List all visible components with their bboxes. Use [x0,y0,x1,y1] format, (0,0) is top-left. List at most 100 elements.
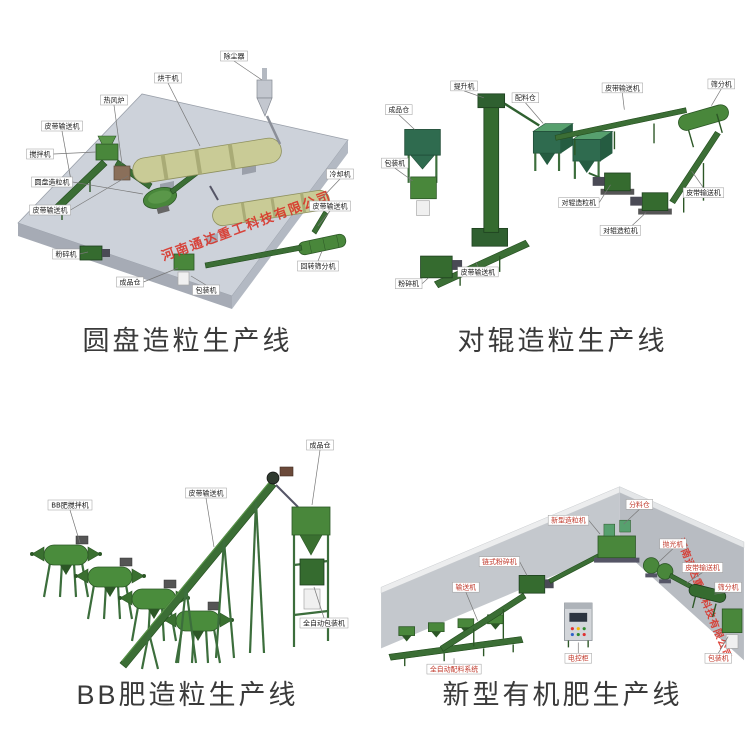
screening-machine [678,104,729,148]
machine-label: 成品仓 [306,439,334,506]
rotary-dryer [132,137,282,184]
cooler-screen-conveyor [311,210,329,235]
caption-roller-line: 对辊造粒生产线 [457,326,668,356]
panel-organic-fertilizer-line: 河南通达重工科技有限公司 [375,375,750,750]
packing-machine [410,176,437,216]
svg-text:粉碎机: 粉碎机 [56,250,77,259]
head-pulley [266,471,280,485]
caption-organic-line: 新型有机肥生产线 [442,680,683,710]
machine-label: 分料仓 [623,499,653,525]
svg-text:对辊造粒机: 对辊造粒机 [562,198,597,207]
machine-label: 配料仓 [511,92,544,124]
top-belt-conveyor [554,107,688,156]
svg-text:回转筛分机: 回转筛分机 [301,262,336,271]
svg-text:BB肥搅拌机: BB肥搅拌机 [51,501,89,510]
svg-text:冷却机: 冷却机 [330,170,351,179]
machine-label: 筛分机 [707,78,735,106]
svg-text:新型造粒机: 新型造粒机 [551,516,586,525]
svg-text:全自动配料系统: 全自动配料系统 [430,665,478,674]
machine-label: 输送机 [452,582,480,621]
product-image-roller-line: 成品仓 包装机 提升机 配料仓 皮带输送机 筛分机 [377,52,748,290]
svg-text:皮带输送机: 皮带输送机 [33,206,68,215]
granulator-unit [594,519,640,563]
caption-bb-line: BB肥造粒生产线 [76,680,299,710]
disc-granulator [142,186,178,215]
roller-line-illustration: 成品仓 包装机 提升机 配料仓 皮带输送机 筛分机 [381,78,735,289]
rotary-cooler [212,189,330,227]
machine-label: 电控柜 [564,642,592,664]
polishing-machine [642,557,674,584]
disc-line-illustration: 河南通达重工科技有限公司 除尘器 烘干机 热风炉 皮带输送机 搅拌机 [17,50,354,309]
svg-text:粉碎机: 粉碎机 [398,279,419,288]
cyclone-dust-collector [256,68,273,117]
svg-text:皮带输送机: 皮带输送机 [605,83,640,92]
machine-label: BB肥搅拌机 [47,499,93,544]
svg-text:皮带输送机: 皮带输送机 [189,489,224,498]
svg-text:热风炉: 热风炉 [104,96,125,105]
svg-text:除尘器: 除尘器 [224,52,245,61]
machine-label: 热风炉 [100,94,128,165]
machine-label: 抛光机 [658,538,687,562]
caption-disc-line: 圆盘造粒生产线 [82,326,293,356]
control-cabinet [564,602,593,648]
batching-hopper [532,123,574,171]
dryer-cooler-chute [209,185,219,201]
machine-label: 全自动配料系统 [426,658,482,675]
machine-label: 皮带输送机 [682,170,725,198]
product-image-bb-line: BB肥搅拌机 皮带输送机 成品仓 全自动包装机 [8,415,363,685]
svg-text:输送机: 输送机 [456,583,477,592]
batch-hopper [428,622,445,638]
panel-bb-fertilizer-line: BB肥搅拌机 皮带输送机 成品仓 全自动包装机 BB肥造粒生产线 [0,375,375,750]
machine-label: 筛分机 [714,582,742,595]
machine-label: 烘干机 [154,72,201,147]
machine-label: 粉碎机 [52,248,89,260]
svg-text:配料仓: 配料仓 [515,93,536,102]
svg-text:包装机: 包装机 [384,159,405,168]
packing-machine [721,608,743,649]
svg-text:抛光机: 抛光机 [663,539,684,548]
machine-label: 皮带输送机 [601,82,643,110]
packing-station [173,253,195,286]
svg-text:链式粉碎机: 链式粉碎机 [482,557,517,566]
crusher [79,245,110,261]
svg-text:烘干机: 烘干机 [158,74,179,83]
svg-text:圆盘造粒机: 圆盘造粒机 [35,178,70,187]
batching-hopper [571,131,614,179]
machine-label: 提升机 [450,80,484,99]
panel-roller-granulation-line: 成品仓 包装机 提升机 配料仓 皮带输送机 筛分机 [375,0,750,375]
roller-granulator [592,172,635,195]
svg-text:皮带输送机: 皮带输送机 [313,202,348,211]
screening-drum [688,583,727,618]
rotary-screen [297,233,347,256]
svg-text:搅拌机: 搅拌机 [30,150,51,159]
rising-belt-conveyor [669,131,721,213]
svg-text:提升机: 提升机 [454,81,475,90]
machine-label: 对辊造粒机 [599,212,647,236]
svg-text:筛分机: 筛分机 [718,583,739,592]
svg-text:电控柜: 电控柜 [568,654,589,663]
mixer [95,135,119,161]
svg-text:包装机: 包装机 [708,654,729,663]
svg-text:全自动包装机: 全自动包装机 [303,619,345,628]
svg-text:成品仓: 成品仓 [120,278,141,287]
packing-tower [291,506,331,647]
svg-text:成品仓: 成品仓 [388,105,409,114]
machine-label: 包装机 [381,157,413,182]
machine-label: 包装机 [190,275,220,296]
machine-label: 全自动包装机 [299,586,349,629]
product-image-organic-line: 河南通达重工科技有限公司 [375,463,750,675]
bucket-elevator [471,93,540,247]
machine-label: 除尘器 [220,50,263,81]
product-image-disc-line: 河南通达重工科技有限公司 除尘器 烘干机 热风炉 皮带输送机 搅拌机 [10,8,355,313]
machine-label: 链式粉碎机 [478,556,528,576]
svg-text:皮带输送机: 皮带输送机 [686,188,721,197]
roller-granulator [630,192,672,215]
svg-text:对辊造粒机: 对辊造粒机 [603,226,638,235]
svg-text:筛分机: 筛分机 [711,79,732,88]
machine-label: 对辊造粒机 [558,184,611,208]
machine-label: 回转筛分机 [297,250,339,272]
machine-label: 包装机 [704,636,732,664]
bb-mixer [28,534,104,599]
